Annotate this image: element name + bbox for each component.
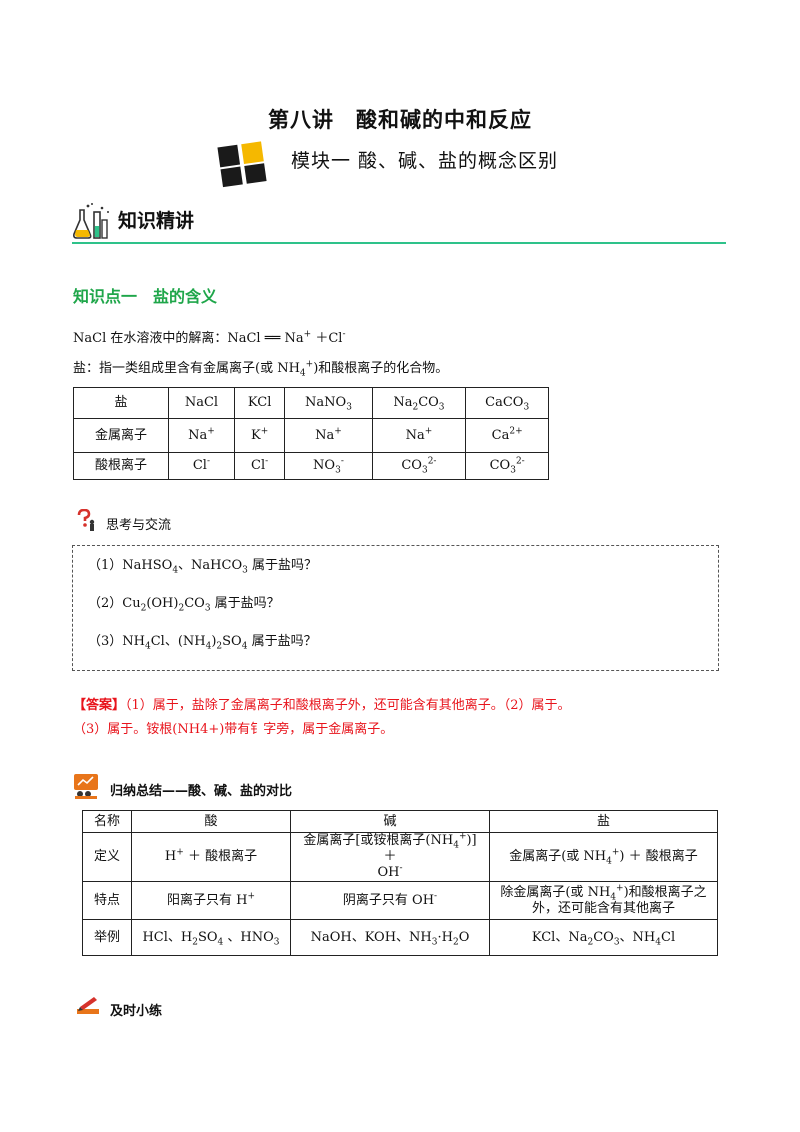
lecture-title: 第八讲 酸和碱的中和反应 (268, 108, 532, 132)
table-row: 名称酸碱盐 (82, 810, 718, 833)
question-2: （2）Cu2(OH)2CO3 属于盐吗？ (88, 596, 280, 614)
think-label: 思考与交流 (106, 518, 172, 533)
summary-title: 归纳总结——酸、碱、盐的对比 (110, 784, 293, 799)
salt-definition: 盐：指一类组成里含有金属离子(或 NH4+)和酸根离子的化合物。 (73, 359, 449, 379)
question-3: （3）NH4Cl、(NH4)2SO4 属于盐吗？ (88, 634, 317, 652)
table-row: 特点 阳离子只有 H+ 阴离子只有 OH- 除金属离子(或 NH4+)和酸根离子… (82, 881, 718, 920)
table-row: 定义 H+ ＋ 酸根离子 金属离子[或铵根离子(NH4+)] ＋OH- 金属离子… (82, 832, 718, 882)
dissociation-equation: NaCl 在水溶液中的解离：NaCl ══ Na+ ＋Cl- (73, 329, 346, 346)
questions-box: （1）NaHSO4、NaHCO3 属于盐吗？ （2）Cu2(OH)2CO3 属于… (72, 545, 719, 671)
answer-line-1: 【答案】（1）属于，盐除了金属离子和酸根离子外，还可能含有其他离子。（2）属于。 (73, 694, 571, 718)
pencil-icon (77, 997, 99, 1014)
practice-label: 及时小练 (110, 1004, 163, 1019)
module-title: 模块一 酸、碱、盐的概念区别 (291, 150, 559, 172)
acid-base-salt-table: 名称酸碱盐 定义 H+ ＋ 酸根离子 金属离子[或铵根离子(NH4+)] ＋OH… (82, 810, 718, 956)
lab-flask-icon (73, 203, 109, 239)
question-figure-icon (77, 509, 95, 531)
table-row: 举例 HCl、H2SO4 、HNO3 NaOH、KOH、NH3·H2O KCl、… (82, 919, 718, 956)
knowledge-point-title: 知识点一 盐的含义 (73, 287, 218, 306)
section-label: 知识精讲 (118, 210, 195, 232)
question-1: （1）NaHSO4、NaHCO3 属于盐吗？ (88, 558, 317, 576)
answer-text-1: （1）属于，盐除了金属离子和酸根离子外，还可能含有其他离子。（2）属于。 (125, 698, 571, 713)
teacher-board-icon (74, 774, 98, 799)
answer-label: 【答案】 (73, 698, 126, 713)
section-header: 知识精讲 (72, 200, 726, 244)
answer-line-2: （3）属于。铵根(NH4+)带有钅字旁，属于金属离子。 (73, 722, 394, 737)
module-logo-icon (217, 141, 267, 188)
